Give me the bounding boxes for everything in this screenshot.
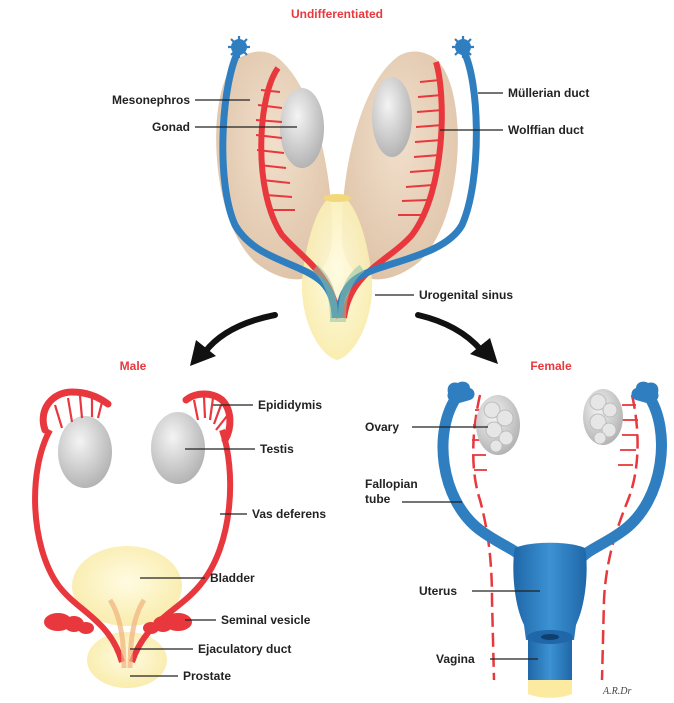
label-gonad: Gonad [152, 120, 190, 134]
label-testis: Testis [260, 442, 294, 456]
mullerian-fimbria-right [452, 36, 474, 58]
testis-left [58, 416, 112, 488]
cervical-os [541, 634, 559, 640]
vaginal-vestibule [528, 680, 572, 698]
label-seminal-vesicle: Seminal vesicle [221, 613, 311, 627]
title-undifferentiated: Undifferentiated [291, 7, 383, 21]
gonad-right [372, 77, 412, 157]
undifferentiated-diagram [216, 36, 476, 360]
title-male: Male [120, 359, 147, 373]
label-prostate: Prostate [183, 669, 231, 683]
label-uterus: Uterus [419, 584, 457, 598]
label-fallopian-tube-line2: tube [365, 492, 391, 506]
artist-signature: A.R.Dr [602, 686, 631, 697]
label-ovary: Ovary [365, 420, 399, 434]
label-wolffian-duct: Wolffian duct [508, 123, 584, 137]
label-vagina: Vagina [436, 652, 475, 666]
arrow-to-male [190, 315, 275, 366]
fimbriae-left [447, 382, 474, 404]
female-diagram [443, 382, 662, 698]
testis-right [151, 412, 205, 484]
prostate [87, 632, 167, 688]
title-female: Female [530, 359, 572, 373]
gonad-left [280, 88, 324, 168]
label-mesonephros: Mesonephros [112, 93, 190, 107]
label-ejaculatory-duct: Ejaculatory duct [198, 642, 291, 656]
label-urogenital-sinus: Urogenital sinus [419, 288, 513, 302]
arrow-to-female [418, 315, 498, 364]
ovary-left [476, 395, 520, 455]
label-fallopian-tube-line1: Fallopian [365, 477, 418, 491]
fimbriae-right [632, 382, 659, 404]
sinus-opening [323, 194, 351, 202]
label-epididymis: Epididymis [258, 398, 322, 412]
label-vas-deferens: Vas deferens [252, 507, 326, 521]
label-bladder: Bladder [210, 571, 255, 585]
label-mullerian-duct: Müllerian duct [508, 86, 589, 100]
ovary-right [583, 389, 623, 445]
mullerian-fimbria-left [228, 36, 250, 58]
